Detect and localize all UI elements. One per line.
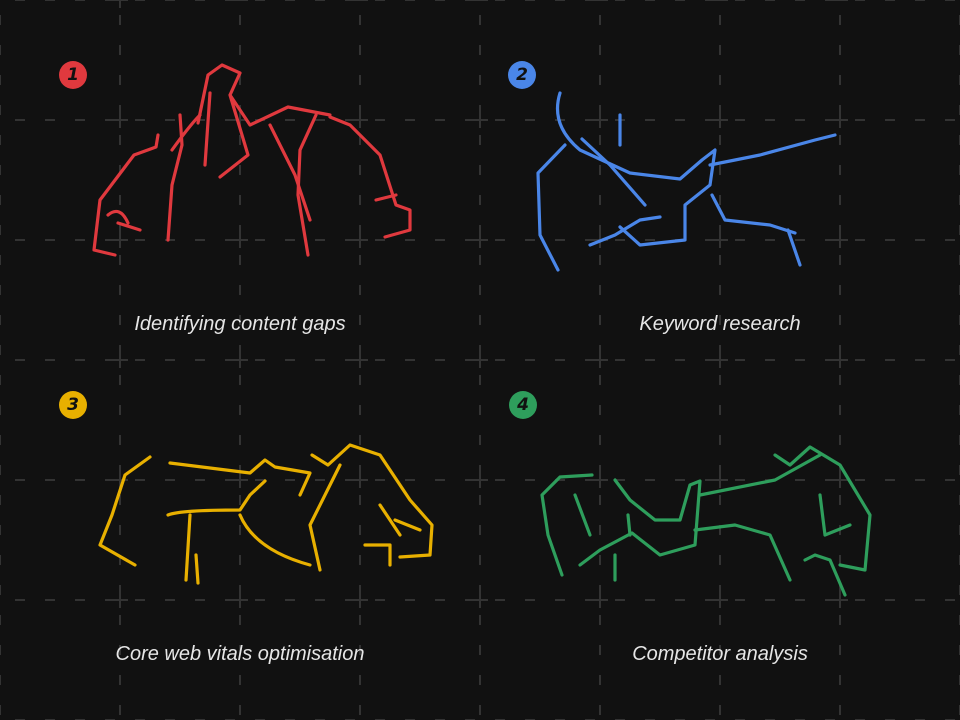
- step-number-badge: 4: [509, 391, 537, 419]
- two-karateka-arm-raise-illustration: [92, 63, 412, 257]
- caption: Competitor analysis: [632, 643, 808, 665]
- step-number-badge: 1: [59, 61, 87, 89]
- caption: Core web vitals optimisation: [115, 643, 365, 665]
- panel-identifying-content-gaps: 1 Identifying content gaps: [0, 0, 480, 360]
- two-karateka-wrist-block-illustration: [98, 443, 434, 585]
- two-karateka-punch-block-illustration: [540, 445, 872, 597]
- panel-competitor-analysis: 4 Competitor analysis: [480, 360, 960, 720]
- step-number-badge: 3: [59, 391, 87, 419]
- caption: Keyword research: [639, 313, 801, 335]
- panel-keyword-research: 2 Keyword research: [480, 0, 960, 360]
- caption: Identifying content gaps: [134, 313, 346, 335]
- two-karateka-grab-illustration: [536, 91, 837, 272]
- step-number-badge: 2: [508, 61, 536, 89]
- panel-core-web-vitals-optimisation: 3 Core web vitals optimisation: [0, 360, 480, 720]
